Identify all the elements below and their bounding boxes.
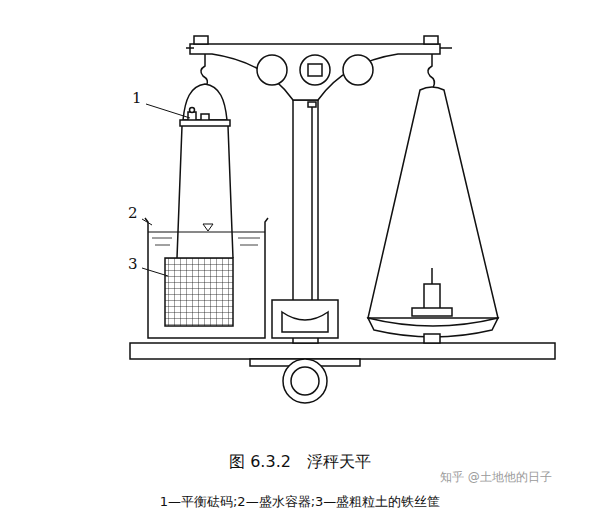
base-plate — [130, 343, 555, 359]
wire-basket — [165, 258, 233, 326]
weight-plate — [180, 120, 230, 126]
leader-line — [142, 268, 168, 276]
figure-caption: 图 6.3.2 浮秤天平 — [229, 452, 371, 471]
right-assembly — [368, 87, 498, 343]
water-ripples — [152, 238, 260, 245]
beam-hole — [257, 55, 287, 85]
callout-number: 3 — [128, 255, 138, 273]
water-level-mark — [203, 224, 213, 231]
balance-beam — [190, 44, 440, 100]
pointer-top — [308, 102, 316, 107]
knob-screw — [440, 47, 452, 49]
float-body — [177, 126, 233, 258]
leader-line — [142, 219, 152, 225]
balance-frame — [130, 36, 555, 403]
scale-arc — [282, 312, 328, 332]
legend-note: 1—平衡砝码;2—盛水容器;3—盛粗粒土的铁丝筐 — [160, 494, 441, 510]
adjust-knob — [424, 36, 438, 44]
wheel-hub — [291, 367, 319, 395]
stand — [424, 284, 440, 310]
wheel — [283, 359, 327, 403]
hook — [428, 54, 435, 88]
knob-screw — [186, 47, 194, 49]
leader-line — [146, 104, 190, 118]
beam-hole — [343, 55, 373, 85]
adjust-knob — [194, 36, 208, 44]
water-surface — [148, 232, 265, 233]
stand-pin — [431, 268, 433, 284]
callout-number: 1 — [132, 89, 142, 107]
water-container — [145, 218, 268, 338]
hook — [201, 54, 208, 86]
pillar-foot — [272, 300, 338, 338]
beam-hole — [300, 55, 330, 85]
pointer-rod — [311, 104, 313, 318]
watermark: 知乎 @土地他的日子 — [440, 470, 552, 484]
left-assembly — [145, 84, 268, 338]
leader-lines — [142, 104, 190, 276]
callout-number: 2 — [128, 204, 138, 222]
pan-frame — [368, 87, 498, 318]
fulcrum-block — [308, 64, 322, 76]
pan-foot — [424, 334, 440, 343]
weight-knob — [190, 108, 195, 113]
stand-base — [412, 308, 452, 316]
